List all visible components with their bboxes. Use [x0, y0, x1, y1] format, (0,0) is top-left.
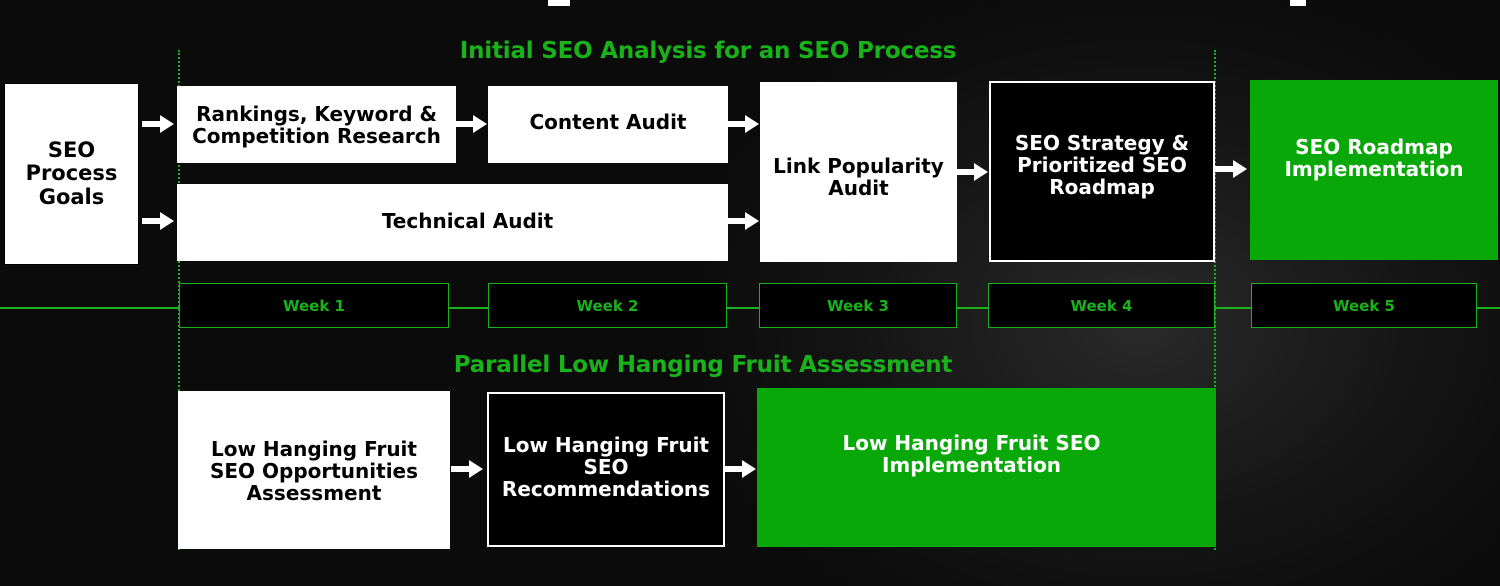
link-popularity-audit-box: Link Popularity Audit: [760, 82, 957, 262]
arrow-right-icon: [455, 115, 487, 133]
initial-analysis-heading: Initial SEO Analysis for an SEO Process: [459, 38, 957, 64]
seo-strategy-roadmap-box: SEO Strategy & Prioritized SEO Roadmap: [989, 81, 1215, 262]
week-5-label: Week 5: [1251, 283, 1477, 328]
timeline-divider: [0, 307, 1500, 309]
week-4-label: Week 4: [988, 283, 1215, 328]
arrow-right-icon: [142, 115, 174, 133]
parallel-assessment-heading: Parallel Low Hanging Fruit Assessment: [453, 352, 953, 378]
week-3-label: Week 3: [759, 283, 957, 328]
lhf-recommendations-box: Low Hanging Fruit SEO Recommendations: [487, 392, 725, 547]
arrow-right-icon: [727, 212, 759, 230]
seo-process-goals-box: SEO Process Goals: [4, 83, 139, 265]
lhf-opportunities-assessment-box: Low Hanging Fruit SEO Opportunities Asse…: [178, 391, 450, 549]
seo-roadmap-implementation-box: SEO Roadmap Implementation: [1250, 80, 1498, 260]
arrow-right-icon: [142, 212, 174, 230]
week-2-label: Week 2: [488, 283, 727, 328]
arrow-right-icon: [451, 460, 483, 478]
arrow-right-icon: [1215, 160, 1247, 178]
arrow-right-icon: [724, 460, 756, 478]
week-1-label: Week 1: [179, 283, 449, 328]
arrow-right-icon: [956, 163, 988, 181]
rankings-keyword-competition-box: Rankings, Keyword & Competition Research: [177, 86, 456, 163]
content-audit-box: Content Audit: [488, 86, 728, 163]
arrow-right-icon: [727, 115, 759, 133]
lhf-implementation-box: Low Hanging Fruit SEO Implementation: [757, 388, 1216, 547]
cropped-title-remnant: [0, 0, 1500, 6]
technical-audit-box: Technical Audit: [177, 184, 728, 261]
phase-end-dotted-line: [1214, 50, 1216, 550]
